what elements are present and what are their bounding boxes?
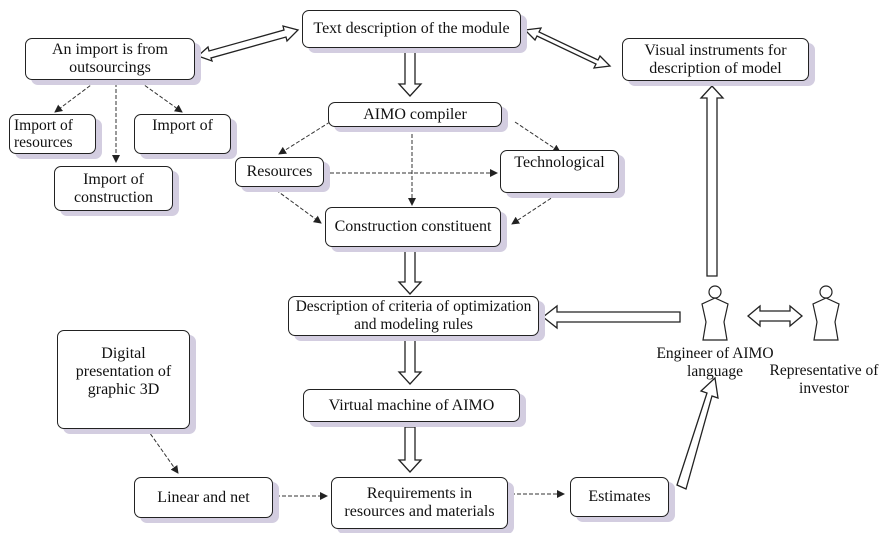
node-aimo-compiler: AIMO compiler — [328, 102, 502, 127]
node-resources: Resources — [235, 157, 324, 187]
block-arrow-construction-to-criteria — [397, 249, 423, 295]
block-arrow-text-to-compiler — [397, 51, 423, 97]
edge-technological-construction — [511, 194, 557, 225]
node-virtual-machine: Virtual machine of AIMO — [303, 389, 520, 422]
block-arrow-vm-to-requirements — [397, 426, 423, 473]
node-construction-constituent: Construction constituent — [325, 207, 501, 247]
node-import-of: Import of — [134, 114, 231, 154]
actor-engineer-label: Engineer of AIMO language — [656, 345, 774, 380]
actor-investor-icon — [812, 285, 840, 341]
node-visual-instruments: Visual instruments for description of mo… — [622, 38, 809, 81]
node-import-outsourcings: An import is from outsourcings — [25, 38, 195, 80]
edge-outsourcing-import-of — [139, 81, 183, 113]
actor-engineer-icon — [701, 285, 729, 341]
block-arrow-criteria-to-vm — [397, 339, 423, 385]
node-import-resources: Import of resources — [9, 114, 96, 154]
node-text-description: Text description of the module — [302, 10, 521, 48]
edge-compiler-resources — [278, 121, 331, 155]
double-arrow-text-visual — [523, 27, 612, 69]
edge-digital-linear — [139, 420, 179, 474]
block-arrow-engineer-to-criteria — [541, 304, 681, 330]
double-arrow-engineer-investor — [746, 304, 804, 328]
block-arrow-estimates-to-engineer — [676, 376, 719, 490]
edge-resources-construction — [275, 189, 322, 224]
edge-compiler-technological — [514, 121, 561, 153]
node-digital-presentation: Digital presentation of graphic 3D — [57, 330, 190, 429]
double-arrow-outsourcing-text — [196, 25, 300, 63]
node-linear-net: Linear and net — [134, 477, 273, 518]
node-estimates: Estimates — [570, 477, 669, 517]
edge-outsourcing-import-resources — [54, 81, 96, 113]
node-requirements: Requirements in resources and materials — [331, 477, 508, 529]
block-arrow-engineer-to-visual — [699, 85, 725, 277]
node-technological: Technological — [500, 150, 619, 193]
actor-investor-label: Representative of investor — [769, 362, 879, 397]
node-import-construction: Import of construction — [54, 166, 173, 211]
node-criteria: Description of criteria of optimization … — [288, 296, 539, 336]
